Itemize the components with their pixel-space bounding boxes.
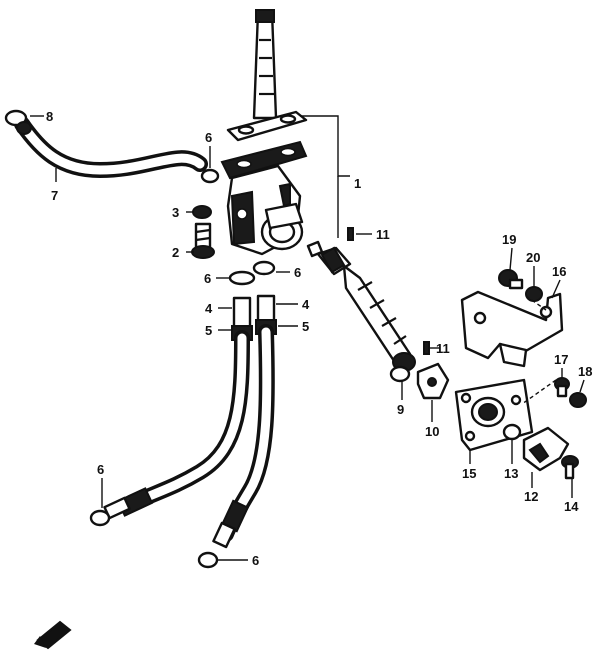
lever-rod: [342, 264, 412, 366]
tap-lever: [416, 362, 450, 400]
callout-4-left: 4: [205, 301, 213, 316]
callout-13: 13: [504, 466, 518, 481]
clip-6-left: [228, 270, 256, 286]
washer-3: [192, 205, 212, 219]
callout-16: 16: [552, 264, 566, 279]
screw-2: [191, 222, 215, 259]
bolt-19: [498, 269, 524, 290]
callout-1: 1: [354, 176, 361, 191]
lever-cover: [522, 426, 570, 472]
fuel-pickup-tube: [252, 10, 278, 120]
callout-6-mid-left: 6: [204, 271, 211, 286]
leader-1: [300, 115, 350, 177]
callout-14: 14: [564, 499, 579, 514]
hose-7: [4, 109, 208, 179]
callout-7: 7: [51, 188, 58, 203]
callout-11-top: 11: [376, 227, 390, 242]
callout-18: 18: [578, 364, 592, 379]
tap-plate: [454, 378, 534, 452]
callout-20: 20: [526, 250, 540, 265]
callout-15: 15: [462, 466, 476, 481]
pin-11a: [347, 227, 354, 241]
screw-18: [569, 392, 587, 408]
screw-14: [561, 455, 579, 480]
callout-2: 2: [172, 245, 179, 260]
screw-17: [554, 377, 570, 398]
lever-shaft: [316, 246, 416, 383]
pin-11b: [423, 341, 430, 355]
callout-6-bottom: 6: [252, 553, 259, 568]
callout-11-mid: 11: [436, 341, 450, 356]
front-direction-arrow-icon: [34, 620, 72, 650]
washer-13: [502, 423, 522, 441]
callout-17: 17: [554, 352, 568, 367]
callout-12: 12: [524, 489, 538, 504]
clip-6-right: [252, 260, 276, 276]
mounting-bracket: [460, 290, 564, 368]
callout-3: 3: [172, 205, 179, 220]
callout-19: 19: [502, 232, 516, 247]
callout-10: 10: [425, 424, 439, 439]
clip-6-top: [200, 168, 220, 184]
callout-5-right: 5: [302, 319, 309, 334]
callout-8: 8: [46, 109, 53, 124]
callout-9: 9: [397, 402, 404, 417]
nut-20: [525, 286, 543, 302]
callout-5-left: 5: [205, 323, 212, 338]
hose-right: [197, 294, 277, 569]
hose-left: [89, 296, 253, 527]
fuel-tap-assembly: [220, 9, 308, 256]
callout-4-right: 4: [302, 297, 310, 312]
callout-6-mid-right: 6: [294, 265, 301, 280]
callout-6-top: 6: [205, 130, 212, 145]
callout-6-bottom-left: 6: [97, 462, 104, 477]
